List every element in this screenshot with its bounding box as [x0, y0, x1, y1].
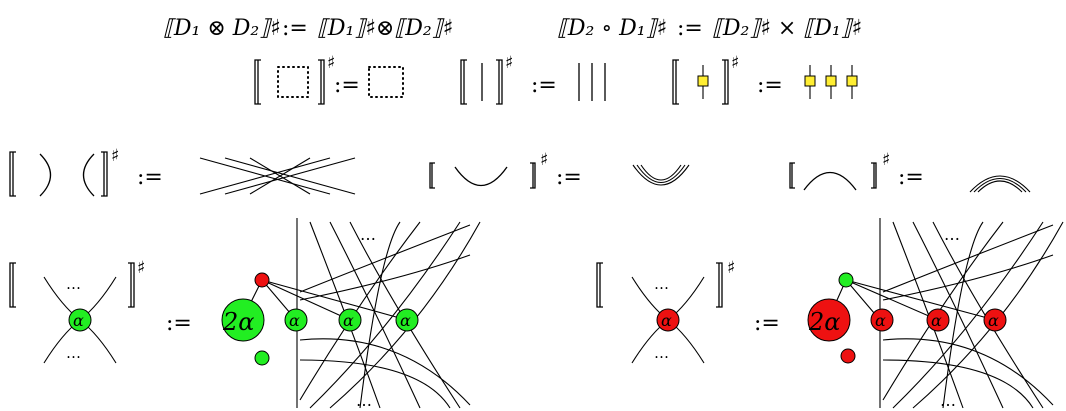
- cap-rule: ♯ :=: [789, 150, 1031, 193]
- alpha-label: α: [988, 311, 999, 330]
- assign-symbol: :=: [757, 73, 783, 98]
- crossing-rule: ♯ :=: [9, 146, 356, 197]
- assign-symbol: :=: [898, 165, 924, 190]
- sharp-mark: ♯: [540, 150, 548, 170]
- empty-diagram-rule: ♯ :=: [254, 53, 404, 105]
- dots-label: …: [356, 391, 372, 410]
- assign-symbol: :=: [531, 73, 557, 98]
- assign-symbol: :=: [166, 311, 192, 336]
- dots-label: …: [654, 275, 669, 293]
- crossing-expansion: [199, 157, 356, 195]
- dots-label: …: [654, 344, 669, 362]
- dots-label: …: [66, 275, 81, 293]
- crossing-curve: [39, 153, 52, 197]
- sharp-mark: ♯: [327, 53, 335, 73]
- sharp-mark: ♯: [111, 146, 119, 166]
- red-spider-expansion: 2α α α α … …: [807, 218, 1064, 410]
- sharp-mark: ♯: [505, 53, 513, 73]
- sharp-mark: ♯: [731, 53, 739, 73]
- tensor-formula-assign: :=: [282, 16, 308, 41]
- empty-box-lhs: [277, 66, 309, 98]
- assign-symbol: :=: [334, 73, 360, 98]
- green-alpha-node: [68, 308, 92, 332]
- sharp-mark: ♯: [882, 150, 890, 170]
- dots-label: …: [944, 225, 960, 244]
- cup-rule: ♯ :=: [429, 150, 690, 190]
- tensor-formula-rhs: ⟦D₁⟧♯⊗⟦D₂⟧♯: [317, 16, 453, 41]
- dots-label: …: [66, 344, 81, 362]
- alpha-label: α: [343, 311, 354, 330]
- tensor-formula: ⟦D₁ ⊗ D₂⟧♯ := ⟦D₁⟧♯⊗⟦D₂⟧♯: [163, 16, 453, 41]
- alpha-label: α: [661, 311, 672, 330]
- two-alpha-label: 2α: [808, 308, 840, 336]
- composition-formula: ⟦D₂ ∘ D₁⟧♯ := ⟦D₂⟧♯ × ⟦D₁⟧♯: [557, 16, 862, 41]
- dots-label: …: [940, 391, 956, 410]
- composition-formula-assign: :=: [677, 16, 703, 41]
- alpha-label: α: [400, 311, 411, 330]
- cap-expansion: [969, 175, 1031, 193]
- cup-curve: [454, 166, 508, 186]
- composition-formula-lhs: ⟦D₂ ∘ D₁⟧♯: [557, 16, 667, 41]
- crossing-curve: [82, 153, 95, 197]
- sharp-mark: ♯: [727, 258, 735, 278]
- yellow-box-lhs: [697, 75, 709, 87]
- yellow-box-rhs: [804, 65, 858, 99]
- dots-label: …: [360, 225, 376, 244]
- sharp-mark: ♯: [137, 258, 145, 278]
- alpha-label: α: [73, 311, 84, 330]
- composition-formula-rhs: ⟦D₂⟧♯ × ⟦D₁⟧♯: [712, 16, 862, 41]
- alpha-label: α: [289, 311, 300, 330]
- two-alpha-label: 2α: [222, 308, 254, 336]
- yellow-box-rule: ♯ :=: [672, 53, 858, 105]
- red-alpha-node: [656, 308, 680, 332]
- alpha-label: α: [875, 311, 886, 330]
- green-spider-rule: … … α ♯ := 2α α: [9, 218, 481, 410]
- alpha-label: α: [931, 311, 942, 330]
- wire-rule: ♯ :=: [460, 53, 606, 105]
- green-spider-expansion: 2α α α α … …: [221, 218, 481, 410]
- assign-symbol: :=: [556, 165, 582, 190]
- assign-symbol: :=: [754, 311, 780, 336]
- empty-box-rhs: [368, 66, 404, 98]
- cup-expansion: [632, 164, 690, 186]
- cap-curve: [803, 172, 857, 191]
- tensor-formula-lhs: ⟦D₁ ⊗ D₂⟧♯: [163, 16, 281, 41]
- assign-symbol: :=: [137, 165, 163, 190]
- red-spider-rule: … … α ♯ := 2α α: [596, 218, 1064, 410]
